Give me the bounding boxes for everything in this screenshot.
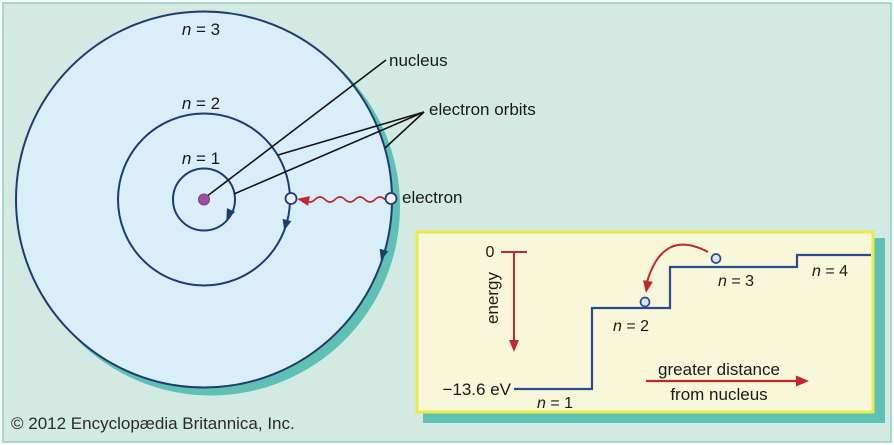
- orbit-direction-arrow-n1-icon: [226, 208, 236, 220]
- label-electron-orbits: electron orbits: [429, 100, 536, 119]
- transition-arrowhead-icon: [643, 280, 653, 293]
- energy-axis-arrow-icon: [509, 340, 519, 352]
- orbit-direction-arrow-n2-icon: [282, 218, 292, 231]
- electron-dot-n3: [384, 192, 398, 205]
- label-electron: electron: [402, 188, 462, 207]
- orbit-label-n3-eq: = 3: [191, 20, 220, 39]
- label-from-nucleus: from nucleus: [670, 385, 767, 404]
- inset-electron-n3: [710, 253, 722, 264]
- callout-line-orbit-n3: [384, 111, 425, 149]
- orbit-label-n3: n = 3: [182, 20, 220, 39]
- orbit-direction-arrow-n3-icon: [379, 248, 389, 261]
- transition-arc: [646, 243, 709, 283]
- callout-line-orbit-n2: [277, 111, 425, 156]
- copyright-text: © 2012 Encyclopædia Britannica, Inc.: [11, 414, 295, 433]
- level-label-n4: n = 4: [812, 263, 848, 280]
- level-label-n2-var: n: [613, 318, 622, 335]
- level-label-n3: n = 3: [718, 273, 754, 290]
- electron-dot-n2: [284, 192, 298, 205]
- level-label-n1-var: n: [537, 395, 546, 412]
- orbit-label-n2-eq: = 2: [191, 94, 220, 113]
- orbit-label-n2: n = 2: [182, 94, 220, 113]
- orbit-label-n3-var: n: [182, 20, 191, 39]
- orbit-label-n1: n = 1: [182, 149, 220, 168]
- photon-arrowhead-icon: [297, 196, 310, 206]
- label-zero: 0: [486, 244, 495, 261]
- inset-electron-n2: [639, 296, 651, 308]
- label-energy-axis: energy: [483, 272, 502, 324]
- level-label-n3-var: n: [718, 273, 727, 290]
- orbit-label-n1-eq: = 1: [191, 149, 220, 168]
- level-label-n1: n = 1: [537, 395, 573, 412]
- level-label-n4-eq: = 4: [821, 263, 848, 280]
- photon-wave: [304, 196, 386, 203]
- energy-step-line: [514, 253, 871, 391]
- level-label-n3-eq: = 3: [727, 273, 754, 290]
- label-greater-distance: greater distance: [658, 360, 780, 379]
- level-label-n1-eq: = 1: [546, 395, 573, 412]
- nucleus-dot: [198, 193, 210, 206]
- orbit-label-n2-var: n: [182, 94, 191, 113]
- label-min-energy: −13.6 eV: [442, 380, 511, 399]
- orbit-label-n1-var: n: [182, 149, 191, 168]
- level-label-n4-var: n: [812, 263, 821, 280]
- level-label-n2-eq: = 2: [622, 318, 649, 335]
- level-label-n2: n = 2: [613, 318, 649, 335]
- label-nucleus: nucleus: [389, 51, 448, 70]
- distance-arrowhead-icon: [796, 375, 809, 387]
- callout-line-nucleus: [205, 59, 387, 198]
- orbit-n1-circle: [172, 167, 236, 232]
- callout-line-orbit-n1: [233, 111, 425, 195]
